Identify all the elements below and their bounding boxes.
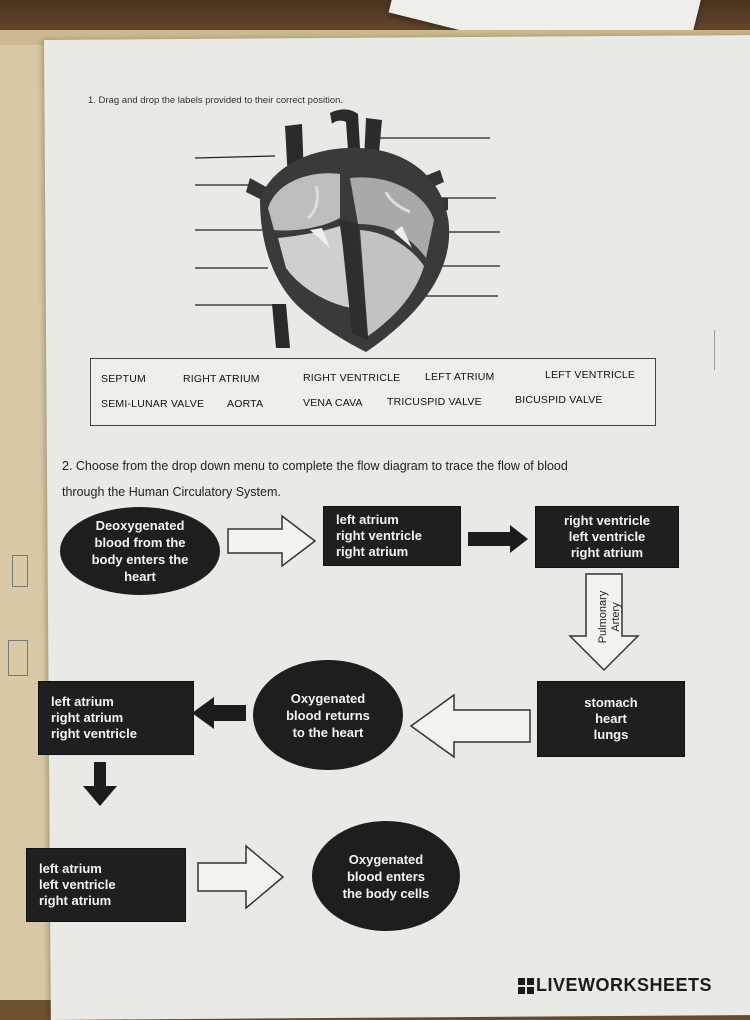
- heart-diagram: [194, 109, 500, 352]
- arrow-down-hollow: [568, 573, 640, 672]
- label-left-atrium[interactable]: LEFT ATRIUM: [425, 371, 495, 383]
- end-oval: Oxygenated blood enters the body cells: [312, 821, 460, 931]
- arrow-left-hollow: [409, 693, 531, 759]
- question-1-instruction: 1. Drag and drop the labels provided to …: [88, 95, 344, 106]
- arrow-right-hollow: [227, 514, 317, 568]
- question-2-instruction: 2. Choose from the drop down menu to com…: [62, 459, 568, 499]
- grid-icon: [518, 977, 534, 994]
- folder-tab: [12, 555, 28, 587]
- label-vena-cava[interactable]: VENA CAVA: [303, 397, 363, 409]
- label-bank: SEPTUM RIGHT ATRIUM RIGHT VENTRICLE LEFT…: [90, 358, 656, 426]
- label-line: [194, 155, 276, 159]
- dropdown-2[interactable]: right ventricle left ventricle right atr…: [535, 506, 679, 568]
- label-semi-lunar-valve[interactable]: SEMI-LUNAR VALVE: [101, 398, 205, 410]
- label-septum[interactable]: SEPTUM: [101, 373, 146, 385]
- label-right-atrium[interactable]: RIGHT ATRIUM: [183, 373, 260, 385]
- liveworksheets-logo: LIVEWORKSHEETS: [518, 975, 712, 996]
- dropdown-4[interactable]: left atrium right atrium right ventricle: [38, 681, 194, 755]
- folder-tab: [8, 640, 28, 676]
- arrow-left-solid: [192, 697, 246, 729]
- dropdown-1[interactable]: left atrium right ventricle right atrium: [323, 506, 461, 566]
- dropdown-3[interactable]: stomach heart lungs: [537, 681, 685, 757]
- margin-mark: [714, 330, 750, 370]
- label-tricuspid-valve[interactable]: TRICUSPID VALVE: [387, 396, 482, 408]
- label-right-ventricle[interactable]: RIGHT VENTRICLE: [303, 372, 401, 384]
- returns-oval: Oxygenated blood returns to the heart: [253, 660, 403, 770]
- start-oval: Deoxygenated blood from the body enters …: [60, 507, 220, 595]
- label-bicuspid-valve[interactable]: BICUSPID VALVE: [515, 394, 603, 406]
- arrow-down-solid: [83, 762, 117, 806]
- arrow-right-hollow: [197, 844, 285, 910]
- arrow-right-solid: [468, 525, 528, 553]
- label-aorta[interactable]: AORTA: [227, 398, 264, 410]
- label-left-ventricle[interactable]: LEFT VENTRICLE: [545, 369, 636, 381]
- dropdown-5[interactable]: left atrium left ventricle right atrium: [26, 848, 186, 922]
- pulmonary-artery-label: Pulmonary Artery: [597, 590, 622, 644]
